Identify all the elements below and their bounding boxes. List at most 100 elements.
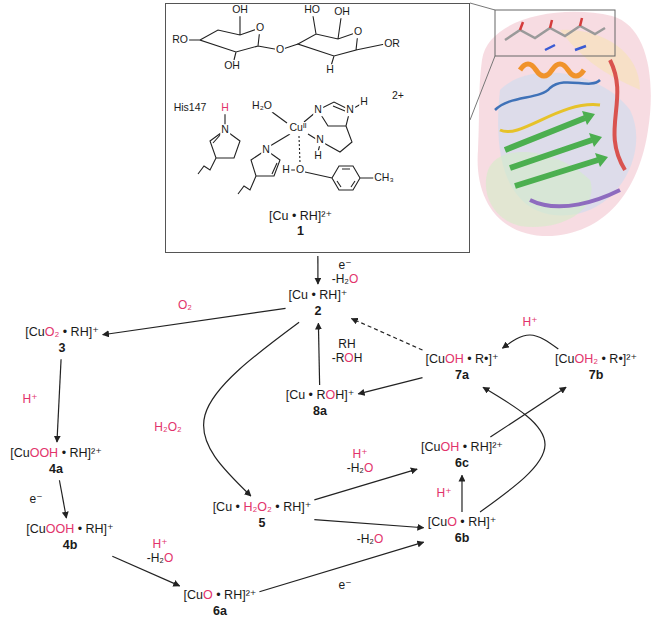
atom-label: His147 [173,102,208,114]
text-line: 4a [49,462,63,476]
text-line: OR [384,37,400,49]
water-bond [272,112,287,123]
text-run: • RH]⁺ [59,325,98,339]
text-line: O [256,21,264,33]
compound-number: 6a [184,604,257,620]
reagent-label: H⁺ -H₂O [345,448,376,476]
text-run: • RH]²⁺ [58,446,102,460]
text-line: Cuᴵᴵ [290,121,307,133]
text-line: -H₂O [332,273,359,287]
text-run: [Cu [10,446,29,460]
text-line: OH [334,5,350,17]
chemical-structure [189,16,385,194]
text-run: O [447,515,457,529]
atom-label: H [281,164,291,176]
atom-label: N [220,124,230,136]
species-node: [CuOH₂ • R•]²⁺7b [555,352,637,383]
species-node: [CuOH • R•]⁺7a [426,352,499,383]
atom-label: OH [231,4,249,16]
reaction-arrow [490,387,566,437]
reagent-label: H⁺ [435,487,454,501]
text-line: H₂O [252,99,272,111]
protein-surface [478,12,651,236]
text-run: RO [172,33,188,45]
species-formula: [CuO₂ • RH]⁺ [25,325,98,341]
text-line: [CuOH • R•]⁺ [426,352,499,366]
compound-number: 4a [10,462,102,478]
text-run: OH [445,352,464,366]
species-node: [CuO • RH]²⁺6a [184,588,257,619]
text-run: O [325,388,335,402]
reaction-arrow [59,480,66,518]
oxygen-sticks [520,18,582,30]
text-run: O [296,163,304,175]
protein-ribbon [610,60,625,170]
text-line: -H₂O [347,462,374,476]
species-formula: [CuOH • RH]²⁺ [421,440,503,456]
text-line: N [314,103,322,115]
text-line: -ROH [332,352,363,366]
text-line: e⁻ [332,259,359,273]
sugar-ring [189,16,298,60]
text-run: • R•]⁺ [464,352,499,366]
protein-surface [486,152,592,227]
text-run: H [326,63,334,75]
reagent-label: e⁻ [336,579,353,593]
text-line: CH₃ [374,171,393,183]
atom-label: Cuᴵᴵ [289,122,308,134]
species-formula: [Cu • ROH]⁺ [286,388,355,404]
text-line: H [326,63,334,75]
text-run: CH₃ [374,171,393,183]
text-run: O [349,272,358,286]
zoom-frame [495,10,615,56]
text-line: 2+ [392,89,404,101]
text-run: • RH]⁺ [74,522,113,536]
text-line: 3 [59,341,66,355]
species-node: [Cu • H₂O₂ • RH]⁺5 [213,500,312,531]
compound-number: 5 [213,516,312,532]
nitrogen-sticks [545,45,586,50]
strand-head [582,111,608,167]
text-run: 2+ [392,89,404,101]
reagent-label: H⁺ [21,393,40,407]
reagent-label: e⁻ -H₂O [330,259,361,287]
species-formula: [Cu • RH]²⁺ [269,209,332,225]
species-formula: [Cu • RH]⁺ [289,288,348,304]
text-line: e⁻ [29,492,42,506]
reagent-label: H⁺ [521,316,540,330]
atom-label: H [325,64,335,76]
text-run: O [374,532,383,546]
atom-label: O [275,44,285,56]
compound-number: 7b [555,368,637,384]
text-line: O [296,163,304,175]
reaction-arrow [204,322,300,496]
reagent-label: RH -ROH [330,338,365,366]
reaction-arrow [318,323,319,385]
species-formula: [CuOOH • RH]²⁺ [10,446,102,462]
text-run: OOH [46,522,74,536]
species-node: [CuO • RH]⁺6b [428,515,497,546]
text-line: N [346,103,354,115]
text-line: 1 [297,224,304,238]
histidine-brace [304,102,361,152]
species-formula: [Cu • H₂O₂ • RH]⁺ [213,500,312,516]
text-run: O [354,25,362,37]
text-run: 6b [455,531,470,545]
atom-label: N [315,134,325,146]
text-run: H [221,101,229,113]
text-line: RH [332,338,363,352]
text-line: [CuO₂ • RH]⁺ [25,325,98,339]
text-run: -R [332,351,345,365]
species-node: [Cu • RH]⁺2 [289,288,348,319]
compound-number: 8a [286,404,355,420]
reaction-arrow [503,335,559,349]
text-run: • R•]²⁺ [598,352,637,366]
text-line: O [276,43,284,55]
inset-box: [Cu • RH]²⁺1 [165,3,470,253]
text-line: H⁺ [347,448,374,462]
zoom-leader-line [470,3,495,120]
text-line: [CuOOH • RH]⁺ [26,522,113,536]
text-run: O [256,21,264,33]
text-line: e⁻ [338,578,351,592]
